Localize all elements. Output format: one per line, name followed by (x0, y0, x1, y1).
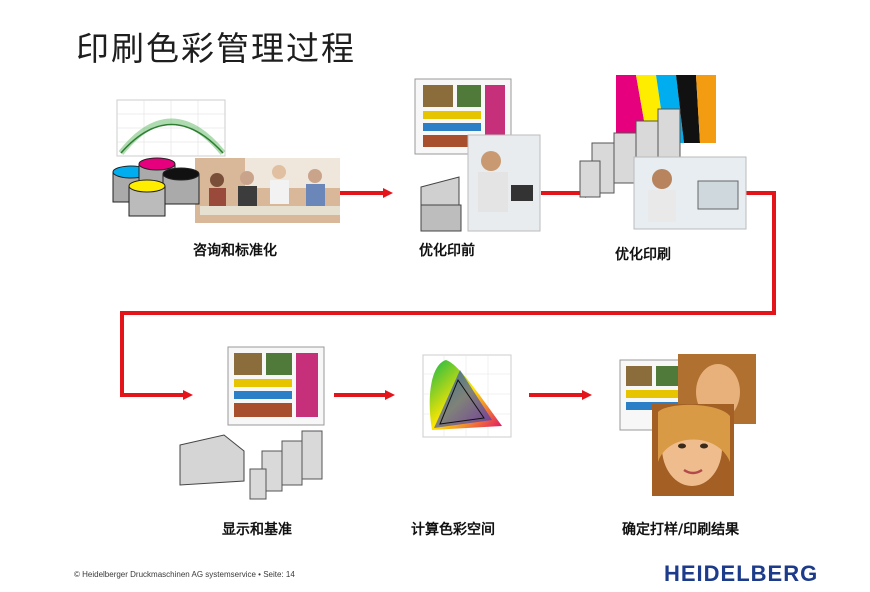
step-label-display: 显示和基准 (222, 522, 292, 538)
step-label-colorspace: 计算色彩空间 (411, 522, 495, 538)
proof-result-illustration (619, 354, 756, 496)
slide-title: 印刷色彩管理过程 (76, 29, 356, 68)
press-illustration (579, 75, 747, 230)
consulting-illustration (112, 99, 340, 223)
arrow-3-4 (120, 191, 776, 400)
step-label-consulting: 咨询和标准化 (193, 243, 277, 259)
prepress-illustration (414, 78, 541, 232)
heidelberg-logo: HEIDELBERG (664, 561, 819, 586)
gamut-diagram (422, 354, 512, 438)
step-label-prepress: 优化印前 (419, 243, 475, 259)
step-label-printing: 优化印刷 (615, 247, 671, 263)
step-label-proof-result: 确定打样/印刷结果 (622, 522, 740, 538)
display-proof-illustration (179, 346, 325, 500)
footer-copyright: © Heidelberger Druckmaschinen AG systems… (74, 570, 295, 579)
